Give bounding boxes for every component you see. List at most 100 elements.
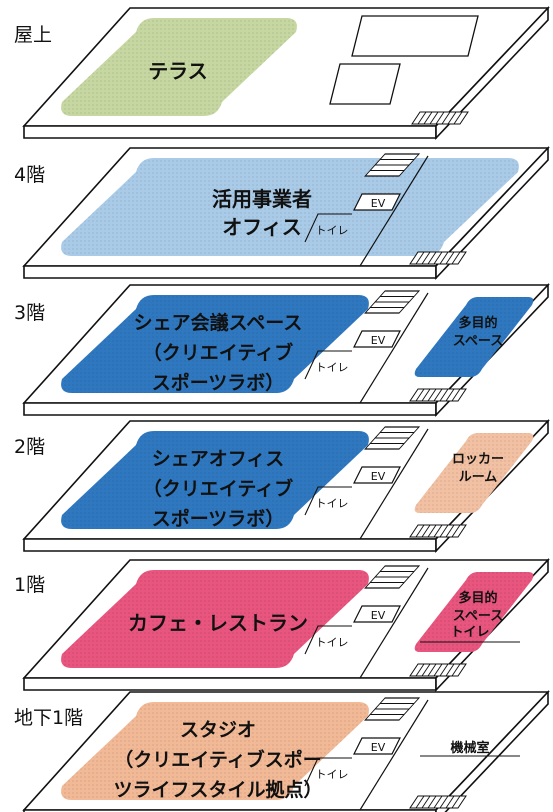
area-multipurpose-1f-texture [414,572,534,652]
stair-hatch-line [421,663,431,677]
elevator-box [353,605,401,623]
rooftop-structure [351,15,479,57]
stair-hatch-line [427,663,437,677]
stair-hatch-line [451,388,461,402]
area-office-label-line-1: オフィス [222,215,302,239]
stair-hatch-line [421,524,431,538]
area-terrace-label-line-0: テラス [148,59,208,83]
rooftop-structure [329,63,401,105]
area-share-meeting-label-line-1: （クリエイティブ [143,341,293,364]
core-partition [359,292,429,404]
area-multipurpose-3f-texture [414,297,534,377]
area-multipurpose-3f-label-line-1: スペース [453,334,503,349]
area-cafe-label-line-0: カフェ・レストラン [128,611,308,635]
toilet-outline [304,757,352,787]
area-studio-label-line-0: スタジオ [180,719,256,741]
stair-hatch-line [453,111,463,125]
stair-hatch-line [445,251,455,265]
stair-hatch-line [433,795,443,809]
stair-hatch-line [451,663,461,677]
toilet-label: トイレ [316,361,349,374]
stair-hatch-line [451,251,461,265]
floor-slab-0: テラス [22,5,550,141]
elevator-box [353,193,401,211]
stair-hatch-line [415,251,425,265]
stair-hatch-line [439,663,449,677]
slab-side-edge [435,5,549,141]
area-machine-room-label-line-0: 機械室 [450,740,489,756]
stair-hatch-line [451,795,461,809]
stair-hatch-line [429,111,439,125]
stair-hatch-line [433,251,443,265]
stair-hatch-line [433,663,443,677]
floor-label-4f: 4階 [14,164,46,186]
area-share-office-label-line-0: シェアオフィス [152,448,285,470]
floor-label-2f: 2階 [14,436,46,458]
stair-hatch-line [445,388,455,402]
toilet-label: トイレ [316,497,349,510]
elevator-box [353,466,401,484]
toilet-outline [304,486,352,516]
area-terrace-texture [61,18,297,116]
area-share-office-label-line-1: （クリエイティブ [143,477,293,500]
stair-hatch-line [415,524,425,538]
stair-hatch-line [427,251,437,265]
elevator-label: EV [371,470,386,483]
stair-hatch-line [427,795,437,809]
toilet-label: トイレ [316,224,349,237]
stair-hatch-line [445,524,455,538]
stair-hatch-line [433,388,443,402]
elevator-box [353,330,401,348]
area-toilet-2-label-line-0: トイレ [450,625,489,640]
slab-front-edge [23,538,437,552]
stair-hatch-line [421,251,431,265]
area-share-meeting-label-line-0: シェア会議スペース [134,311,303,334]
toilet-label: トイレ [316,636,349,649]
stair-hatch-line [439,795,449,809]
stair-hatch-line [421,795,431,809]
area-studio-label-line-2: ツライフスタイル拠点） [113,778,322,801]
elevator-box [353,737,401,755]
stair-hatch-line [441,111,451,125]
toilet-outline [304,625,352,655]
floor-label-3f: 3階 [14,302,46,324]
stair-hatch-line [433,524,443,538]
area-studio-texture [61,702,369,800]
area-share-office-label-line-2: スポーツラボ） [152,507,285,530]
slab-front-edge [23,125,437,139]
area-share-meeting-label-line-2: スポーツラボ） [152,371,285,394]
area-locker-texture [414,433,534,513]
slab-front-edge [23,677,437,691]
stair-hatch-line [417,111,427,125]
elevator-label: EV [371,334,386,347]
stair-hatch-line [439,251,449,265]
floor-label-b1f: 地下1階 [14,707,84,729]
stair-hatch-line [415,663,425,677]
stair-hatch-line [445,795,455,809]
stair-hatch-line [439,388,449,402]
area-cafe-texture [61,570,369,668]
elevator-label: EV [371,741,386,754]
stair-hatch-line [421,388,431,402]
area-multipurpose-1f-label-line-0: 多目的 [458,590,497,606]
area-studio-label-line-1: （クリエイティブスポー [114,748,321,771]
core-partition [359,428,429,540]
stair-hatch-line [415,795,425,809]
area-share-office-texture [61,431,369,529]
area-multipurpose-1f-label-line-1: スペース [453,609,503,624]
stair-hatch-line [435,111,445,125]
core-partition [359,567,429,679]
slab-side-edge [435,145,549,281]
stair-hatch-line [447,111,457,125]
stair-hatch-line [427,524,437,538]
toilet-outline [304,350,352,380]
stair-hatch-line [423,111,433,125]
floor-label-1f: 1階 [14,574,46,596]
toilet-outline [304,213,352,243]
area-multipurpose-3f-label-line-0: 多目的 [458,315,497,331]
